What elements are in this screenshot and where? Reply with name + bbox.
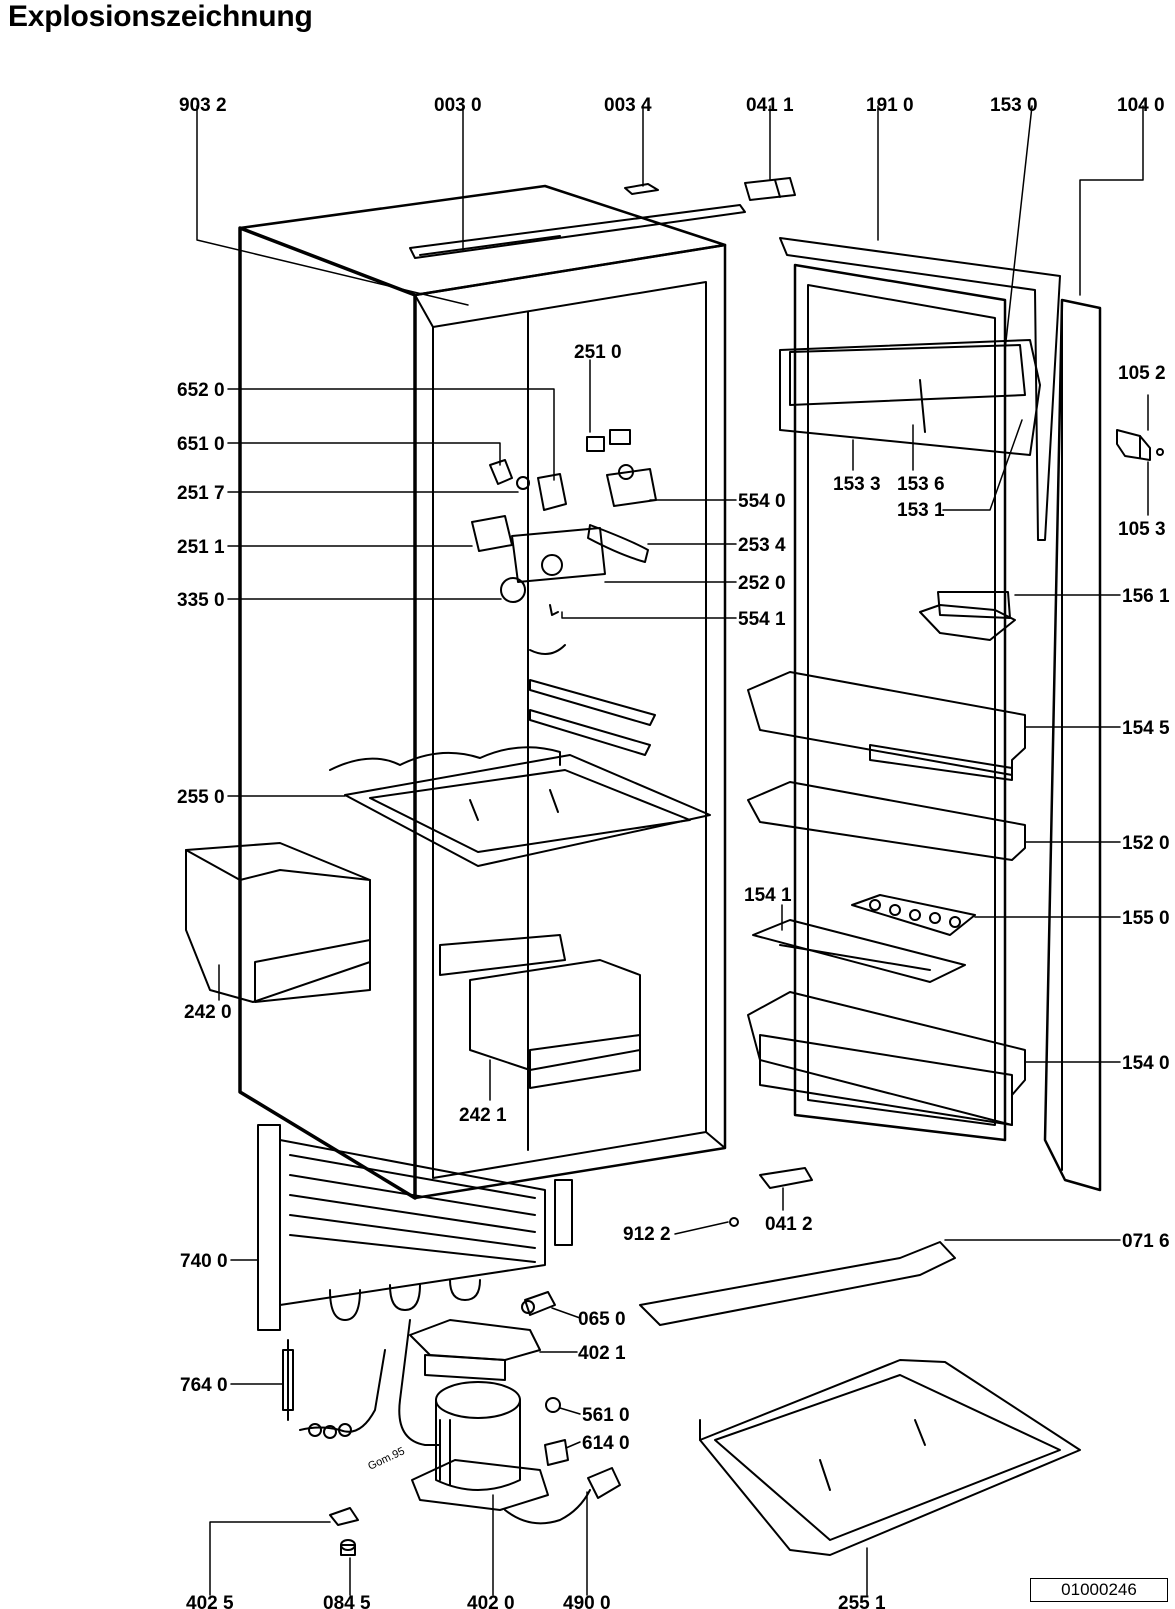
part-label-003-4: 003 4 bbox=[604, 95, 652, 116]
part-label-561-0: 561 0 bbox=[582, 1405, 630, 1426]
condenser bbox=[257, 1124, 573, 1331]
upper-hinge bbox=[744, 177, 796, 201]
part-label-252-0: 252 0 bbox=[738, 573, 786, 594]
part-label-153-1: 153 1 bbox=[897, 500, 945, 521]
capacitor bbox=[521, 1291, 556, 1316]
bottle-rack bbox=[752, 919, 966, 983]
part-label-153-0: 153 0 bbox=[990, 95, 1038, 116]
part-label-764-0: 764 0 bbox=[180, 1375, 228, 1396]
part-label-402-1: 402 1 bbox=[578, 1343, 626, 1364]
butter-dish bbox=[919, 591, 1016, 641]
part-label-652-0: 652 0 bbox=[177, 380, 225, 401]
door-bin-152-0 bbox=[747, 781, 1026, 861]
part-label-065-0: 065 0 bbox=[578, 1309, 626, 1330]
part-label-912-2: 912 2 bbox=[623, 1224, 671, 1245]
dryer-filter bbox=[282, 1339, 386, 1439]
part-label-191-0: 191 0 bbox=[866, 95, 914, 116]
glass-shelf-lower bbox=[699, 1359, 1081, 1556]
part-label-903-2: 903 2 bbox=[179, 95, 227, 116]
part-label-154-5: 154 5 bbox=[1122, 718, 1170, 739]
part-label-251-1: 251 1 bbox=[177, 537, 225, 558]
compressor-bracket bbox=[409, 1319, 541, 1381]
part-label-041-1: 041 1 bbox=[746, 95, 794, 116]
rubber-foot bbox=[340, 1539, 356, 1556]
cabinet-body bbox=[238, 184, 727, 1200]
part-label-335-0: 335 0 bbox=[177, 590, 225, 611]
glass-shelf-upper bbox=[329, 746, 711, 867]
part-label-253-4: 253 4 bbox=[738, 535, 786, 556]
page-title: Explosionszeichnung bbox=[8, 0, 313, 33]
part-label-242-0: 242 0 bbox=[184, 1002, 232, 1023]
door-hinge bbox=[1116, 429, 1164, 461]
power-cord bbox=[504, 1467, 621, 1525]
part-label-402-0: 402 0 bbox=[467, 1593, 515, 1609]
overload-protector bbox=[544, 1439, 569, 1466]
part-label-155-0: 155 0 bbox=[1122, 908, 1170, 929]
stamp-text: Gom.95 bbox=[366, 1445, 407, 1472]
mounting-clip bbox=[329, 1507, 359, 1526]
part-label-041-2: 041 2 bbox=[765, 1214, 813, 1235]
part-label-740-0: 740 0 bbox=[180, 1251, 228, 1272]
part-label-255-0: 255 0 bbox=[177, 787, 225, 808]
part-label-153-3: 153 3 bbox=[833, 474, 881, 495]
base-plate bbox=[639, 1241, 956, 1326]
dairy-compartment bbox=[779, 339, 1041, 456]
part-label-554-0: 554 0 bbox=[738, 491, 786, 512]
part-label-071-6: 071 6 bbox=[1122, 1231, 1170, 1252]
part-labels: 903 2 003 0 003 4 041 1 191 0 153 0 104 … bbox=[177, 95, 1170, 1609]
part-label-003-0: 003 0 bbox=[434, 95, 482, 116]
part-label-251-0: 251 0 bbox=[574, 342, 622, 363]
part-label-156-1: 156 1 bbox=[1122, 586, 1170, 607]
part-label-251-7: 251 7 bbox=[177, 483, 225, 504]
part-label-153-6: 153 6 bbox=[897, 474, 945, 495]
document-id: 01000246 bbox=[1030, 1578, 1168, 1602]
door-bin-154-0 bbox=[747, 991, 1026, 1126]
lower-hinge bbox=[759, 1167, 813, 1189]
egg-tray bbox=[851, 894, 976, 936]
part-label-154-0: 154 0 bbox=[1122, 1053, 1170, 1074]
screw bbox=[729, 1217, 739, 1227]
part-label-152-0: 152 0 bbox=[1122, 833, 1170, 854]
part-label-084-5: 084 5 bbox=[323, 1593, 371, 1609]
leader-lines bbox=[196, 105, 1149, 1596]
part-label-105-2: 105 2 bbox=[1118, 363, 1166, 384]
part-label-242-1: 242 1 bbox=[459, 1105, 507, 1126]
starter-relay bbox=[545, 1397, 561, 1413]
refrigerant-tubing bbox=[398, 1319, 441, 1446]
part-label-490-0: 490 0 bbox=[563, 1593, 611, 1609]
door-outer bbox=[1043, 298, 1102, 1192]
door-bin-154-5 bbox=[747, 671, 1026, 781]
part-label-651-0: 651 0 bbox=[177, 434, 225, 455]
part-label-255-1: 255 1 bbox=[838, 1593, 886, 1609]
cabinet-rails bbox=[529, 644, 656, 756]
compressor bbox=[411, 1381, 549, 1511]
top-clip bbox=[624, 183, 659, 195]
part-label-105-3: 105 3 bbox=[1118, 519, 1166, 540]
part-label-154-1: 154 1 bbox=[744, 885, 792, 906]
crisper-drawer-right bbox=[439, 934, 641, 1089]
part-label-104-0: 104 0 bbox=[1117, 95, 1165, 116]
part-label-402-5: 402 5 bbox=[186, 1593, 234, 1609]
part-label-554-1: 554 1 bbox=[738, 609, 786, 630]
top-rail bbox=[409, 204, 746, 259]
crisper-drawer-left bbox=[185, 842, 371, 1003]
part-label-614-0: 614 0 bbox=[582, 1433, 630, 1454]
door-seal bbox=[779, 237, 1061, 541]
